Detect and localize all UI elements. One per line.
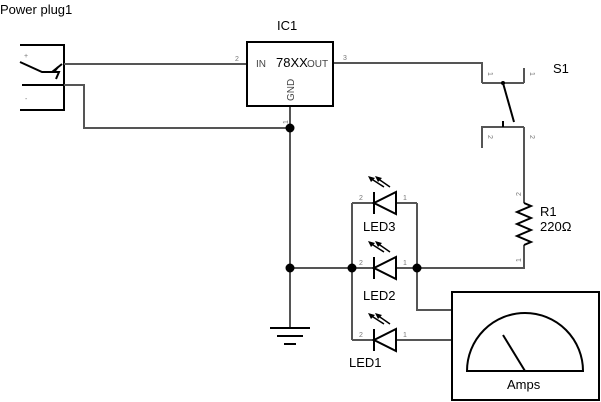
switch-label: S1 xyxy=(553,61,569,76)
ammeter[interactable]: Amps xyxy=(451,291,600,401)
led-label: LED1 xyxy=(349,355,382,370)
pin-label: 1 xyxy=(486,72,493,76)
ic-part-label: 78XX xyxy=(276,55,308,70)
junction-dot xyxy=(412,263,422,273)
junctions xyxy=(285,123,422,273)
meter-label: Amps xyxy=(507,377,541,392)
ground-symbol xyxy=(270,327,310,345)
ic-label: IC1 xyxy=(277,18,297,33)
pin-label: 2 xyxy=(235,56,239,63)
pin-label: 2 xyxy=(528,135,535,139)
wire-out xyxy=(333,62,483,83)
led-led3[interactable]: LED3 2 1 xyxy=(359,176,407,234)
meter-needle xyxy=(502,334,526,372)
minus-label: - xyxy=(25,96,28,103)
junction-dot xyxy=(285,263,295,273)
pin-label: 2 xyxy=(359,332,363,339)
voltage-regulator-ic[interactable]: IC1 IN 78XX OUT GND 2 3 1 xyxy=(235,18,347,124)
ic-gnd-label: GND xyxy=(286,79,297,101)
plus-label: + xyxy=(24,53,28,60)
pin-label: 2 xyxy=(516,192,523,196)
led-label: LED2 xyxy=(363,288,396,303)
led-label: LED3 xyxy=(363,219,396,234)
power-plug[interactable]: Power plug1 + - xyxy=(0,2,72,111)
pin-label: 2 xyxy=(486,135,493,139)
switch-s1[interactable]: S1 1 1 2 2 xyxy=(481,61,569,148)
pin-label: 1 xyxy=(403,195,407,202)
pin-label: 1 xyxy=(403,332,407,339)
wire-gnd xyxy=(64,84,290,129)
pin-label: 3 xyxy=(343,55,347,62)
wire-led-bus xyxy=(290,245,525,269)
junction-dot xyxy=(347,263,357,273)
pin-label: 2 xyxy=(359,260,363,267)
pin-label: 1 xyxy=(528,72,535,76)
pin-label: 1 xyxy=(283,120,290,124)
power-plug-label: Power plug1 xyxy=(0,2,72,17)
led-led1[interactable]: LED1 2 1 xyxy=(349,313,407,370)
pin-label: 1 xyxy=(403,260,407,267)
junction-dot xyxy=(285,123,295,133)
ic-in-label: IN xyxy=(256,59,266,70)
resistor-label: R1 xyxy=(540,204,557,219)
resistor-r1[interactable]: R1 220Ω 2 1 xyxy=(514,192,572,262)
ic-out-label: OUT xyxy=(307,59,328,70)
resistor-value: 220Ω xyxy=(540,219,572,234)
led-led2[interactable]: LED2 2 1 xyxy=(359,241,407,303)
pin-label: 1 xyxy=(516,258,523,262)
pin-label: 2 xyxy=(359,195,363,202)
